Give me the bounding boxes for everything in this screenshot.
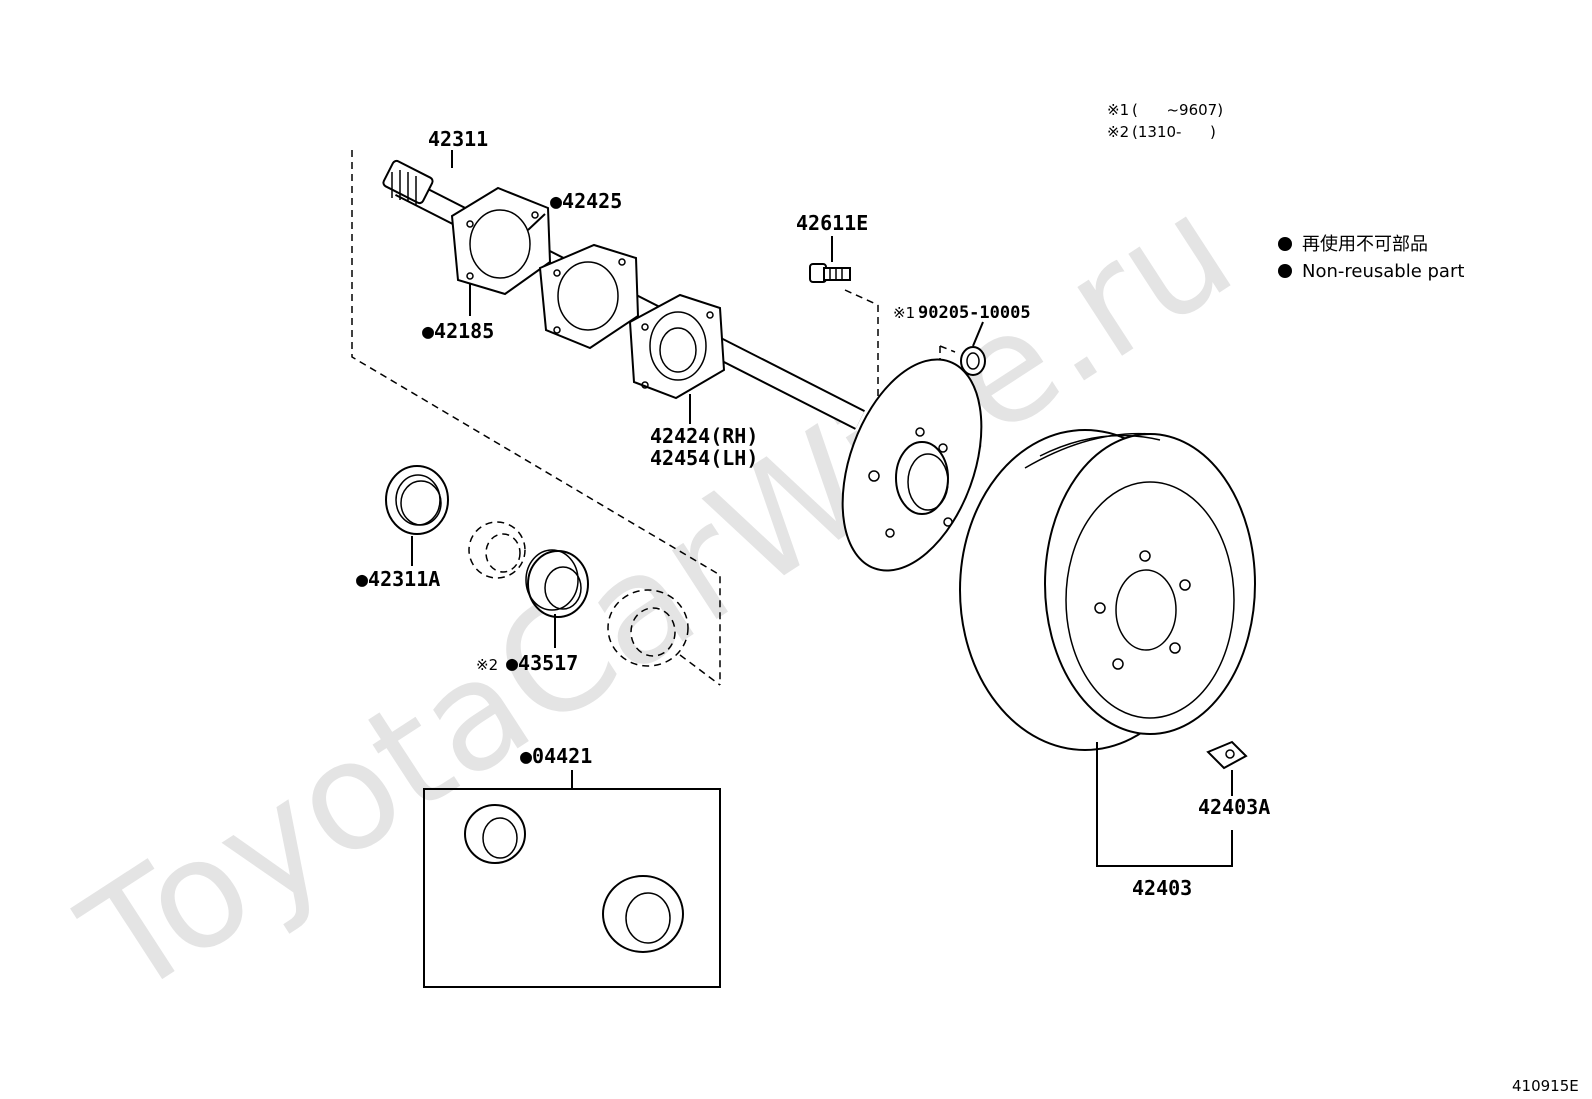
retainer-plate <box>628 293 726 400</box>
label-42403: 42403 <box>1132 876 1192 900</box>
leader-42403 <box>1096 742 1233 867</box>
label-04421: ●04421 <box>520 744 592 768</box>
retainer-42425 <box>538 243 640 350</box>
label-42611E: 42611E <box>796 211 868 235</box>
legend-bullet-en <box>1278 264 1292 278</box>
label-42311: 42311 <box>428 127 488 151</box>
label-43517-mark: ※2 <box>476 656 498 674</box>
inner-race-ref <box>468 521 526 579</box>
dash-nut-1 <box>939 345 956 353</box>
assembly-outline <box>351 150 721 685</box>
label-42403A: 42403A <box>1198 795 1270 819</box>
clip-42403A <box>1206 740 1248 770</box>
nut-90205 <box>960 346 986 376</box>
legend-jp: 再使用不可部品 <box>1302 234 1428 255</box>
leader-42425 <box>527 213 546 231</box>
note-1-mark: ※1 <box>1107 101 1129 119</box>
label-43517: ●43517 <box>506 651 578 675</box>
gasket-42185 <box>450 186 552 296</box>
label-90205: 90205-10005 <box>918 303 1031 323</box>
legend-en: Non-reusable part <box>1302 261 1464 282</box>
oil-seal <box>385 465 449 535</box>
note-2-mark: ※2 <box>1107 123 1129 141</box>
label-42185: ●42185 <box>422 319 494 343</box>
hub-bolt <box>809 263 851 283</box>
label-42454: 42454(LH) <box>650 446 758 470</box>
leader-90205 <box>972 321 984 347</box>
dash-42611-1 <box>844 289 879 306</box>
label-90205-mark: ※1 <box>893 304 915 322</box>
hub-flange <box>841 358 983 572</box>
note-2-text: (1310- ) <box>1132 123 1216 141</box>
legend-bullet-jp <box>1278 237 1292 251</box>
dash-bearing <box>679 654 721 686</box>
label-42424: 42424(RH) <box>650 424 758 448</box>
brake-drum <box>959 429 1256 751</box>
kit-bearing-small <box>464 804 526 864</box>
bearing-ref <box>607 589 689 667</box>
kit-bearing-large <box>602 875 684 953</box>
label-42425: ●42425 <box>550 189 622 213</box>
note-1-text: ( ~9607) <box>1132 101 1223 119</box>
bearing-43517 <box>525 549 589 618</box>
illustration-code: 410915E <box>1512 1077 1579 1095</box>
label-42311A: ●42311A <box>356 567 440 591</box>
